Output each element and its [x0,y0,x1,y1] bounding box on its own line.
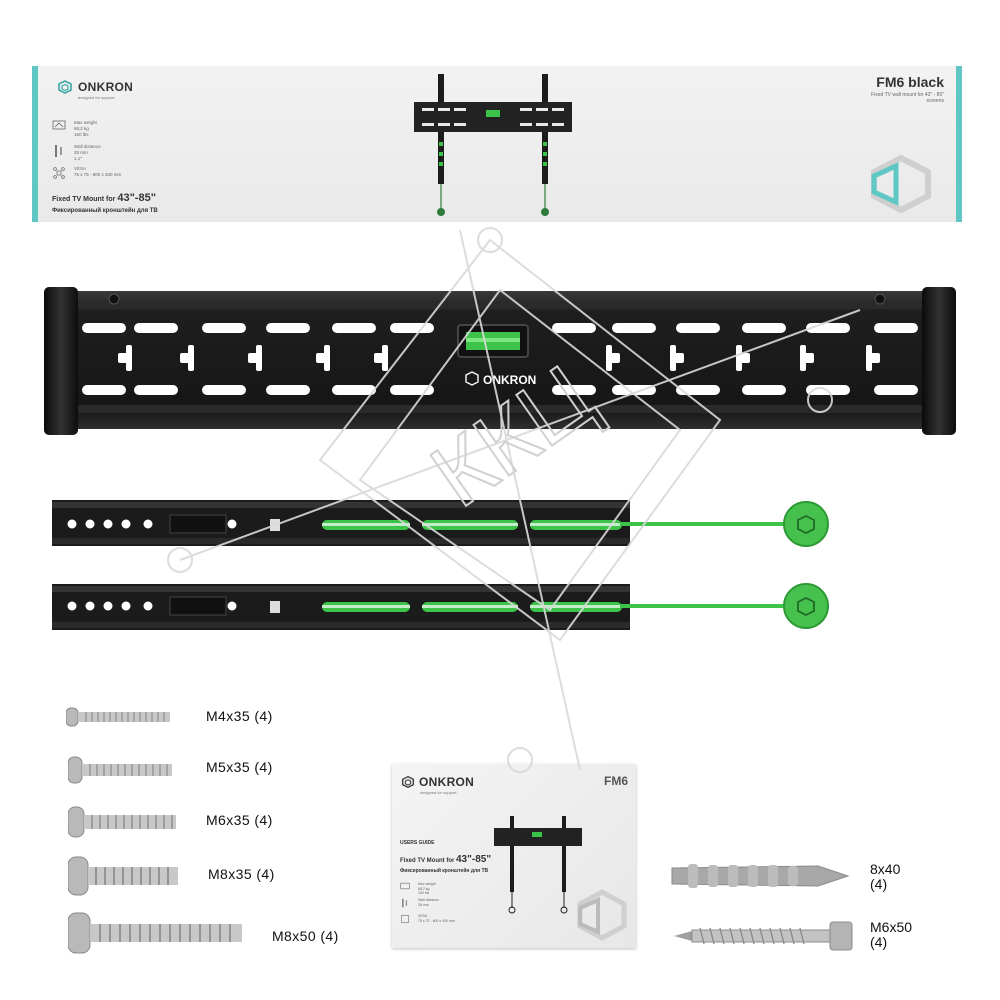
hardware-name: M6x35 [206,812,251,828]
hardware-qty: (4) [254,708,273,724]
spec-line: VESA [74,166,87,171]
main-bracket: ONKRON [44,287,956,435]
spec-line: Wall distance [74,144,101,149]
box-spec-vesa: VESA 75 x 75 - 600 x 400 mm [52,166,121,180]
box-subtitle: Fixed TV wall mount for 43" - 85" screen… [871,92,944,104]
manual-guide-heading: USERS GUIDE [400,840,435,846]
anchor-qty: (4) [870,875,888,892]
spec-line: 28 mm [418,902,429,907]
load-icon [400,882,410,890]
hardware-name: M5x35 [206,759,251,775]
profile-icon [402,898,408,908]
vesa-icon [53,167,65,179]
hardware-qty: (4) [254,812,273,828]
box-title-prefix: Fixed TV Mount for [52,196,116,203]
box-spec-weight: Max weight 68,2 kg 150 lbs [52,120,97,138]
safety-cord-right [620,583,829,629]
anchor-name: 8x40 [870,861,901,877]
profile-icon [55,145,62,157]
manual-brand-name: ONKRON [419,775,475,789]
screw-m6x35-icon [68,806,176,838]
spec-line: VESA [418,914,428,918]
box-title-range: 43"-85" [117,192,156,204]
hardware-item-m5x35: M5x35 (4) [206,759,273,775]
spec-line: Max weight [418,882,436,886]
manual-title: Fixed TV Mount for 43"-85" [400,854,491,865]
hardware-qty: (4) [320,928,339,944]
hardware-item-m8x50: M8x50 (4) [272,928,339,944]
safety-cord-left [620,501,829,547]
load-icon [52,120,66,130]
manual-brand-slogan: designed for support [420,790,457,795]
lag-bolt-m6x50-icon [674,921,853,951]
hardware-item-m4x35: M4x35 (4) [206,708,273,724]
spec-line: 1.1" [74,155,82,161]
onkron-logo-icon [401,775,415,789]
onkron-logo-icon [58,80,72,94]
spec-line: 75 x 75 - 600 x 400 mm [74,171,122,177]
manual-brand-logo: ONKRON designed for support [400,774,475,795]
bracket-brand: ONKRON [483,373,536,387]
spec-line: 75 x 75 - 600 x 400 mm [418,918,455,923]
manual-mount-illustration [494,816,582,914]
hardware-name: M8x35 [208,866,253,882]
product-box: ONKRON designed for support FM6 black Fi… [32,66,962,222]
anchor-item-m6x50: M6x50 (4) [870,920,912,949]
manual-corner-logo-icon [577,889,627,941]
screw-m8x50-icon [68,912,242,954]
box-model-name: FM6 black [876,74,944,90]
spec-line: Max weight [74,120,97,125]
spec-line: 150 lbs [74,131,89,137]
box-brand-name: ONKRON [78,80,134,94]
manual-spec-vesa: VESA 75 x 75 - 600 x 400 mm [400,914,455,924]
vertical-arm-right [52,584,630,630]
vesa-icon [401,915,409,923]
manual-title-range: 43"-85" [456,854,492,865]
screw-m8x35-icon [68,856,178,896]
spec-line: Wall distance [418,898,439,902]
screw-m4x35-icon [66,707,170,727]
hardware-qty: (4) [256,866,275,882]
box-mount-illustration [414,74,572,216]
anchor-item-8x40: 8x40 (4) [870,862,900,891]
spec-line: 68,2 kg [74,125,89,131]
manual-spec-distance: Wall distance 28 mm [400,898,439,908]
hardware-name: M4x35 [206,708,251,724]
manual-model: FM6 [604,774,628,788]
box-title: Fixed TV Mount for 43"-85" [52,192,156,204]
hardware-item-m8x35: M8x35 (4) [208,866,275,882]
hardware-name: M8x50 [272,928,317,944]
anchor-qty: (4) [870,933,888,950]
spec-line: 150 lbs [418,891,430,896]
manual-title-ru: Фиксированный кронштейн для ТВ [400,868,489,874]
box-brand-logo: ONKRON designed for support [56,78,134,100]
hardware-item-m6x35: M6x35 (4) [206,812,273,828]
wall-plug-8x40-icon [671,864,850,888]
manual-spec-weight: Max weight 68,2 kg 150 lbs [400,882,436,896]
vertical-arm-left [52,500,630,546]
screw-m5x35-icon [68,756,172,784]
hardware-qty: (4) [254,759,273,775]
spec-line: 68,2 kg [418,886,430,891]
box-brand-slogan: designed for support [78,95,115,100]
manual-title-prefix: Fixed TV Mount for [400,858,455,864]
anchor-name: M6x50 [870,919,913,935]
box-title-ru: Фиксированный кронштейн для ТВ [52,208,158,214]
box-corner-logo-icon [871,154,931,214]
user-manual: ONKRON designed for support FM6 USERS GU… [392,764,636,948]
spec-line: 28 mm [74,149,88,155]
box-spec-distance: Wall distance 28 mm 1.1" [52,144,101,162]
